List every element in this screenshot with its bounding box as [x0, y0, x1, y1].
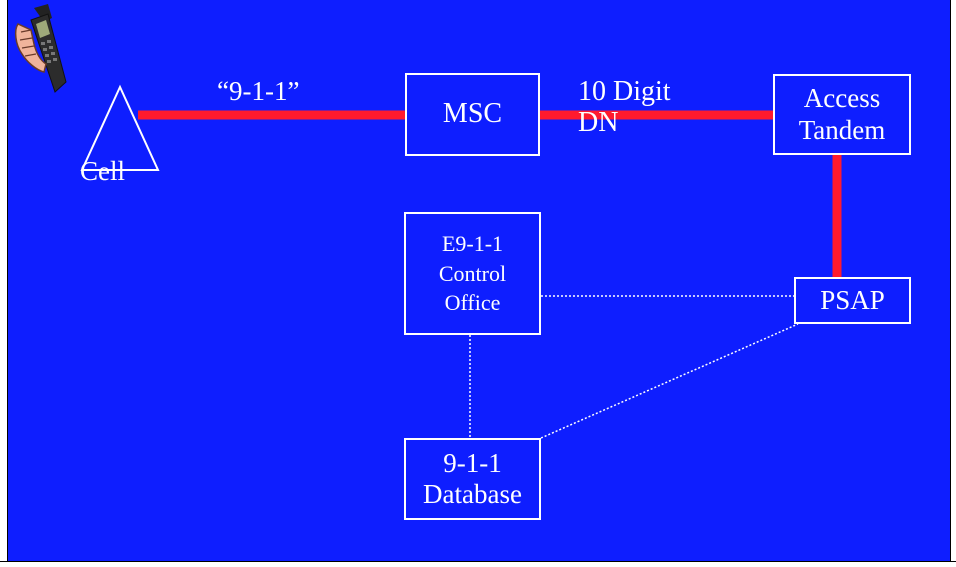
left-frame-border [0, 0, 8, 567]
database-line1: 9-1-1 [443, 447, 502, 478]
bottom-frame-border [0, 561, 956, 567]
e911-line1: E9-1-1 [441, 230, 504, 256]
ten-digit-dn-label: 10 Digit DN [578, 76, 671, 139]
msc-label: MSC [442, 98, 503, 130]
access-tandem-line1: Access [803, 83, 881, 114]
msc-box: MSC [405, 73, 540, 156]
link-database-to-psap [540, 323, 799, 439]
database-box: 9-1-1 Database [404, 438, 541, 520]
cell-tower-triangle-icon [80, 84, 160, 171]
psap-box: PSAP [794, 277, 911, 324]
cell-label: Cell [80, 156, 125, 186]
cellular-phone-in-hand-icon [14, 4, 67, 93]
ten-digit-line2: DN [578, 107, 619, 139]
e911-control-office-box: E9-1-1 Control Office [404, 212, 541, 335]
psap-label: PSAP [820, 284, 885, 315]
e911-line3: Office [444, 290, 501, 316]
e911-line2: Control [438, 260, 507, 286]
call-911-label: “9-1-1” [217, 76, 300, 106]
access-tandem-line2: Tandem [798, 114, 886, 145]
ten-digit-line1: 10 Digit [578, 76, 671, 107]
right-frame-border [950, 0, 956, 567]
database-line2: Database [423, 479, 522, 509]
access-tandem-box: Access Tandem [773, 74, 911, 155]
